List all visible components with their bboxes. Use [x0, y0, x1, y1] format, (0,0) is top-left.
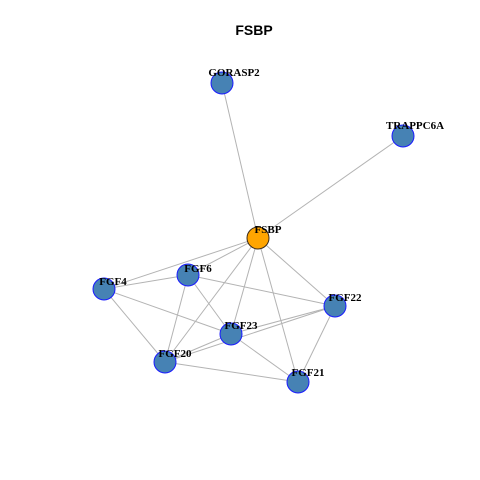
node-gorasp2: GORASP2 [208, 67, 260, 95]
node-fgf6: FGF6 [176, 263, 212, 287]
node-trappc6a: TRAPPC6A [386, 120, 444, 148]
node-label-trappc6a: TRAPPC6A [386, 120, 444, 132]
node-label-fgf4: FGF4 [99, 276, 127, 288]
node-fgf21: FGF21 [286, 367, 325, 394]
edge-fsbp-fgf22 [257, 237, 336, 307]
node-circle-fgf21 [286, 370, 310, 394]
edge-fgf4-fgf23 [103, 288, 232, 335]
node-label-fgf23: FGF23 [225, 320, 258, 332]
node-fgf23: FGF23 [219, 320, 258, 346]
edge-fsbp-trappc6a [257, 135, 404, 239]
node-circle-fgf20 [153, 350, 177, 374]
edge-fgf22-fgf20 [164, 305, 336, 363]
edge-fsbp-fgf4 [103, 237, 259, 290]
node-circle-fsbp [246, 226, 270, 250]
node-circle-fgf4 [92, 277, 116, 301]
edge-fgf23-fgf22 [230, 305, 336, 335]
node-label-fgf6: FGF6 [184, 263, 212, 275]
node-circle-fgf23 [219, 322, 243, 346]
edge-fsbp-fgf20 [164, 237, 259, 363]
node-circle-gorasp2 [210, 71, 234, 95]
node-label-fgf20: FGF20 [159, 348, 192, 360]
edge-fsbp-fgf6 [187, 237, 259, 276]
edge-fgf22-fgf21 [297, 305, 336, 383]
edge-fgf6-fgf23 [187, 274, 232, 335]
edge-fsbp-fgf21 [257, 237, 299, 383]
edge-fgf4-fgf6 [103, 274, 189, 290]
edge-fgf6-fgf20 [164, 274, 189, 363]
edge-fsbp-gorasp2 [221, 82, 259, 239]
edge-fgf6-fgf22 [187, 274, 336, 307]
graph-title: FSBP [235, 22, 272, 38]
node-fgf20: FGF20 [153, 348, 192, 374]
node-circle-fgf6 [176, 263, 200, 287]
node-label-fsbp: FSBP [255, 224, 282, 236]
node-label-fgf21: FGF21 [292, 367, 325, 379]
edges [103, 82, 404, 383]
node-fsbp: FSBP [246, 224, 282, 250]
node-circle-trappc6a [391, 124, 415, 148]
edge-fgf20-fgf21 [164, 361, 299, 383]
edge-fgf4-fgf20 [103, 288, 166, 363]
edge-fgf23-fgf20 [164, 333, 232, 363]
node-fgf4: FGF4 [92, 276, 127, 301]
node-label-fgf22: FGF22 [329, 292, 362, 304]
node-circle-fgf22 [323, 294, 347, 318]
edge-fsbp-fgf23 [230, 237, 259, 335]
node-label-gorasp2: GORASP2 [208, 67, 260, 79]
node-fgf22: FGF22 [323, 292, 362, 318]
edge-fgf23-fgf21 [230, 333, 299, 383]
